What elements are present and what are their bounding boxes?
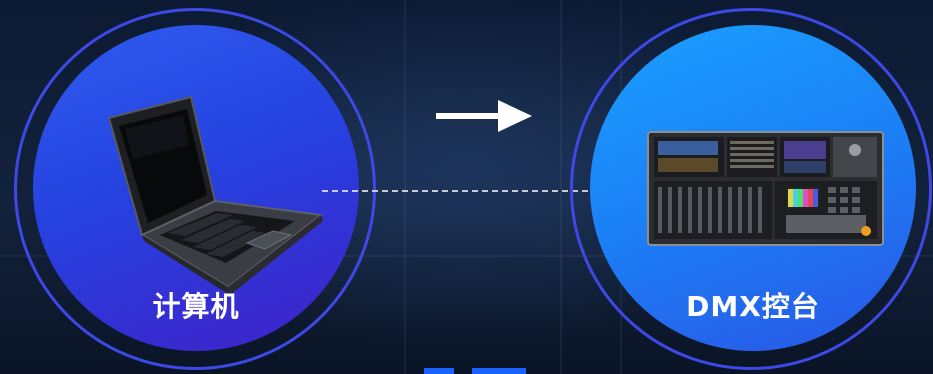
dashed-connector [322,190,598,192]
left-node-label: 计算机 [33,285,359,325]
background-line [404,0,406,374]
background-line [560,0,562,374]
bottom-accent-bar [424,368,454,374]
bottom-accent-bar [472,368,526,374]
right-node-label: DMX控台 [590,285,916,325]
arrow-right-icon [436,98,536,138]
